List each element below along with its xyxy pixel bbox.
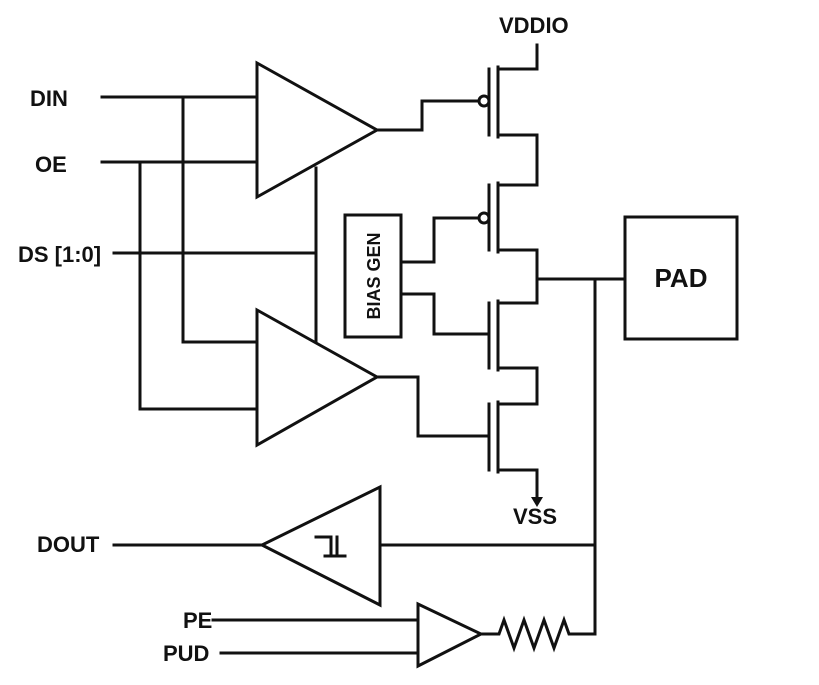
hysteresis-icon (314, 535, 347, 558)
pud-label: PUD (163, 641, 209, 666)
ds-label: DS [1:0] (18, 242, 101, 267)
pull-control-buffer-triangle (416, 601, 485, 669)
bias-gen-block (343, 213, 403, 339)
vss-arrow (531, 497, 543, 507)
pad-label: PAD (655, 263, 708, 293)
schmitt-receiver-triangle (258, 484, 382, 608)
pmos-gate-wire (375, 99, 480, 132)
upper-predriver-triangle (255, 60, 381, 200)
input-wiring (100, 95, 318, 411)
pe-label: PE (183, 608, 212, 633)
din-label: DIN (30, 86, 68, 111)
vss-label: VSS (513, 504, 557, 529)
bias-gen-label: BIAS GEN (364, 232, 384, 319)
bias-p-wire (399, 216, 480, 264)
oe-label: OE (35, 152, 67, 177)
vddio-label: VDDIO (499, 13, 569, 38)
nmos-gate-wire (375, 375, 490, 438)
dout-label: DOUT (37, 532, 100, 557)
lower-predriver-triangle (255, 307, 381, 448)
pad-block (623, 215, 739, 341)
bias-n-wire (399, 292, 490, 336)
output-stack (477, 43, 627, 507)
pull-resistor-icon (479, 615, 597, 653)
